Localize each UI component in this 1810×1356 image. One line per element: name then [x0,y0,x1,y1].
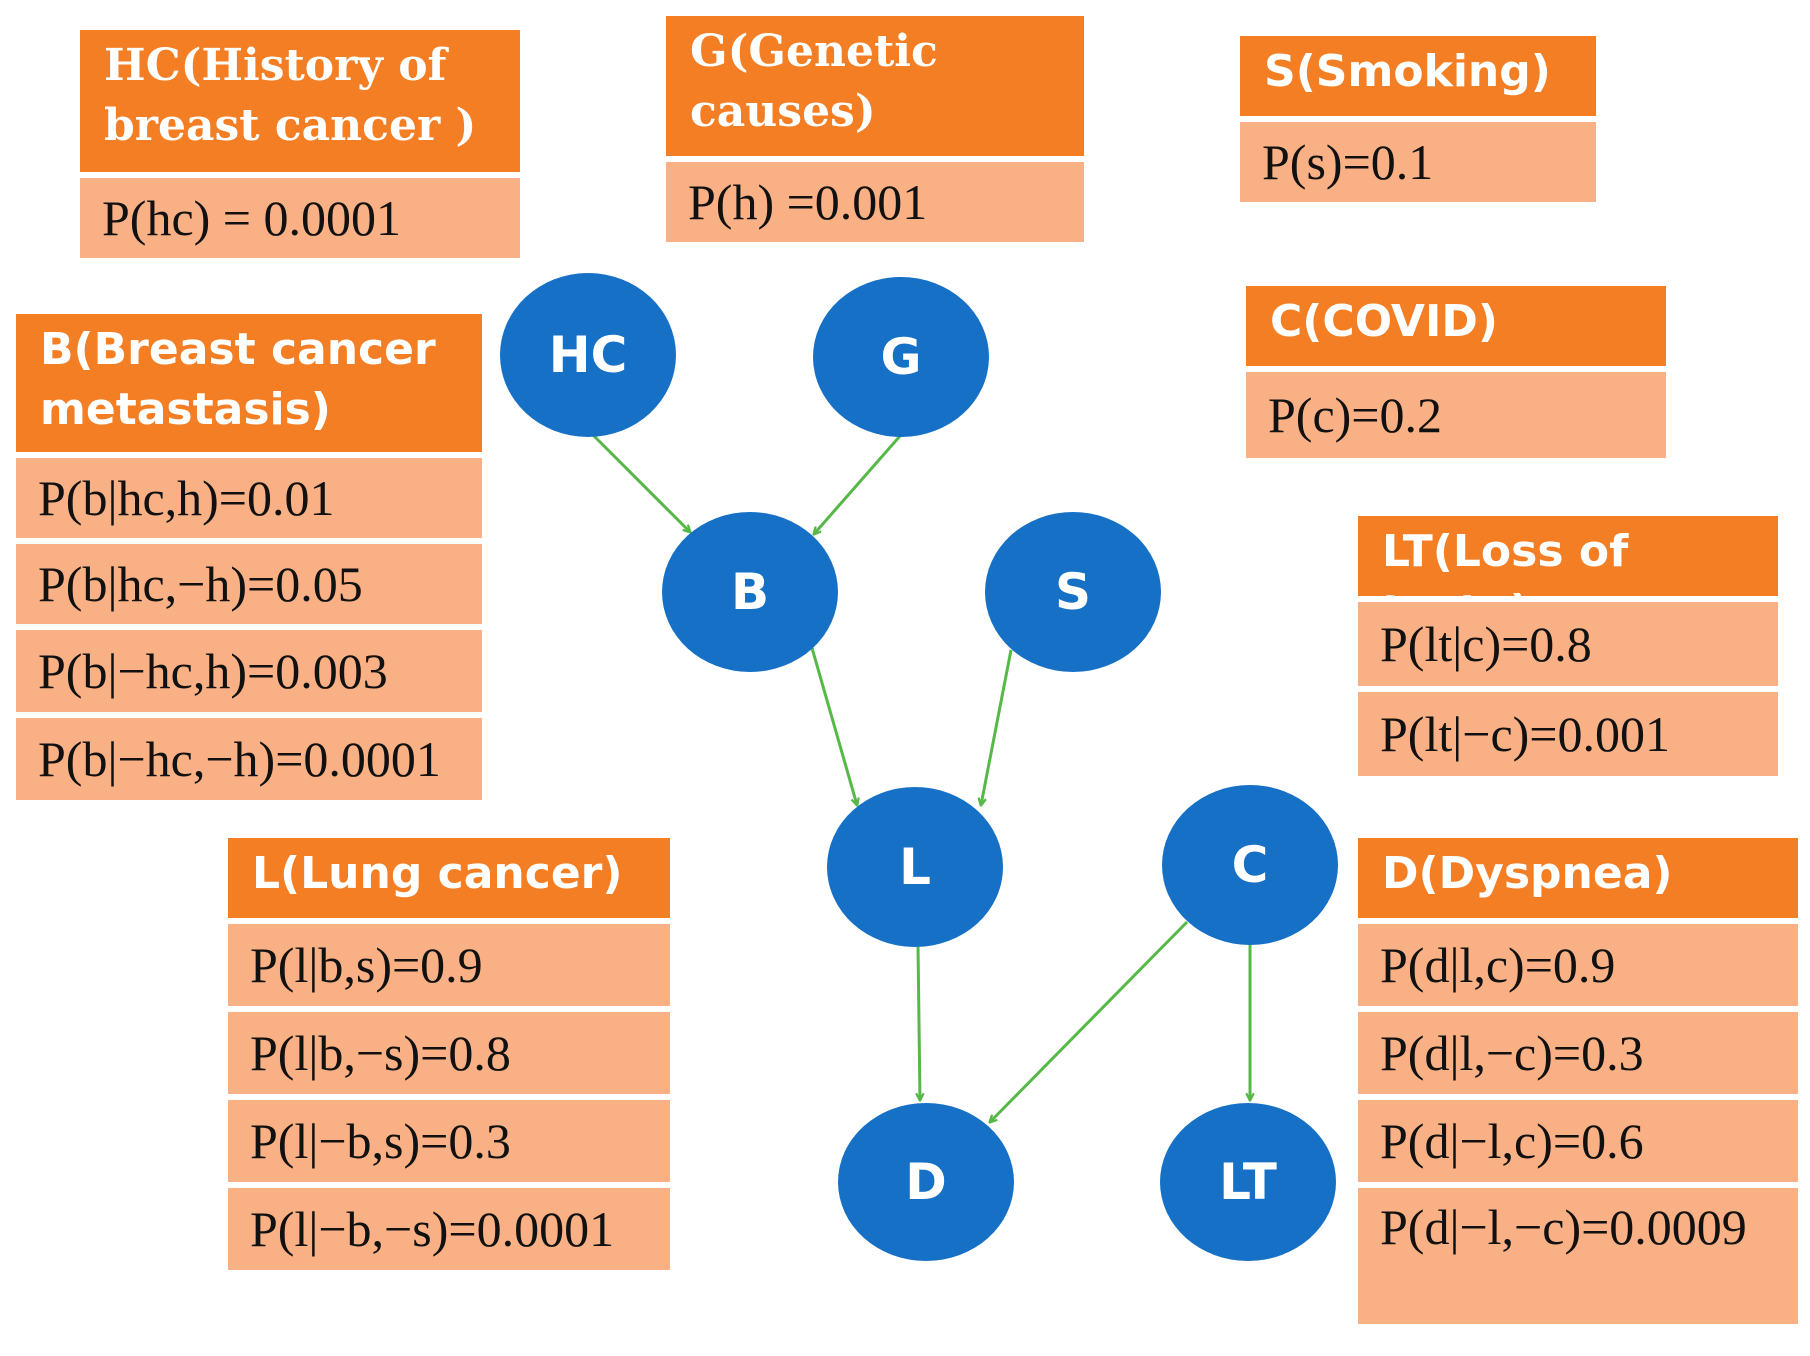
cpt-lt-row: P(lt|−c)=0.001 [1358,692,1778,776]
cpt-d-title: D(Dyspnea) [1358,838,1798,918]
cpt-b-row: P(b|−hc,−h)=0.0001 [16,718,482,800]
edge-b-to-l [810,647,857,805]
cpt-d-row: P(d|l,−c)=0.3 [1358,1012,1798,1094]
cpt-hc-row: P(hc) = 0.0001 [80,178,520,258]
cpt-g-title: G(Genetic causes) [666,16,1084,156]
edge-l-to-d [918,945,920,1100]
node-c: C [1162,785,1338,945]
cpt-c-title: C(COVID) [1246,286,1666,366]
cpt-b: B(Breast cancer metastasis) P(b|hc,h)=0.… [16,314,482,800]
cpt-lt: LT(Loss of taste) P(lt|c)=0.8 P(lt|−c)=0… [1358,516,1778,776]
cpt-hc-title: HC(History of breast cancer ) [80,30,520,172]
node-d: D [838,1103,1014,1261]
edge-g-to-b [814,435,902,534]
cpt-b-title: B(Breast cancer metastasis) [16,314,482,452]
cpt-b-row: P(b|hc,−h)=0.05 [16,544,482,624]
cpt-g: G(Genetic causes) P(h) =0.001 [666,16,1084,242]
edge-s-to-l [981,649,1013,805]
node-hc: HC [500,273,676,437]
node-b: B [662,512,838,672]
cpt-d-row: P(d|−l,−c)=0.0009 [1358,1188,1798,1324]
cpt-d: D(Dyspnea) P(d|l,c)=0.9 P(d|l,−c)=0.3 P(… [1358,838,1798,1324]
edge-c-to-d [990,920,1189,1122]
cpt-s-row: P(s)=0.1 [1240,122,1596,202]
cpt-lt-title: LT(Loss of taste) [1358,516,1778,637]
cpt-l-title: L(Lung cancer) [228,838,670,918]
cpt-b-row: P(b|−hc,h)=0.003 [16,630,482,712]
node-lt: LT [1160,1103,1336,1261]
cpt-d-row: P(d|l,c)=0.9 [1358,924,1798,1006]
cpt-lt-row: P(lt|c)=0.8 [1358,602,1778,686]
cpt-g-row: P(h) =0.001 [666,162,1084,242]
cpt-l: L(Lung cancer) P(l|b,s)=0.9 P(l|b,−s)=0.… [228,838,670,1270]
cpt-l-row: P(l|−b,−s)=0.0001 [228,1188,670,1270]
cpt-s: S(Smoking) P(s)=0.1 [1240,36,1596,202]
edge-hc-to-b [588,430,690,532]
node-g: G [813,277,989,437]
node-l: L [827,787,1003,947]
node-s: S [985,512,1161,672]
cpt-c: C(COVID) P(c)=0.2 [1246,286,1666,458]
cpt-l-row: P(l|b,s)=0.9 [228,924,670,1006]
cpt-d-row: P(d|−l,c)=0.6 [1358,1100,1798,1182]
cpt-hc: HC(History of breast cancer ) P(hc) = 0.… [80,30,520,258]
cpt-l-row: P(l|−b,s)=0.3 [228,1100,670,1182]
cpt-s-title: S(Smoking) [1240,36,1596,116]
cpt-l-row: P(l|b,−s)=0.8 [228,1012,670,1094]
cpt-b-row: P(b|hc,h)=0.01 [16,458,482,538]
cpt-c-row: P(c)=0.2 [1246,372,1666,458]
